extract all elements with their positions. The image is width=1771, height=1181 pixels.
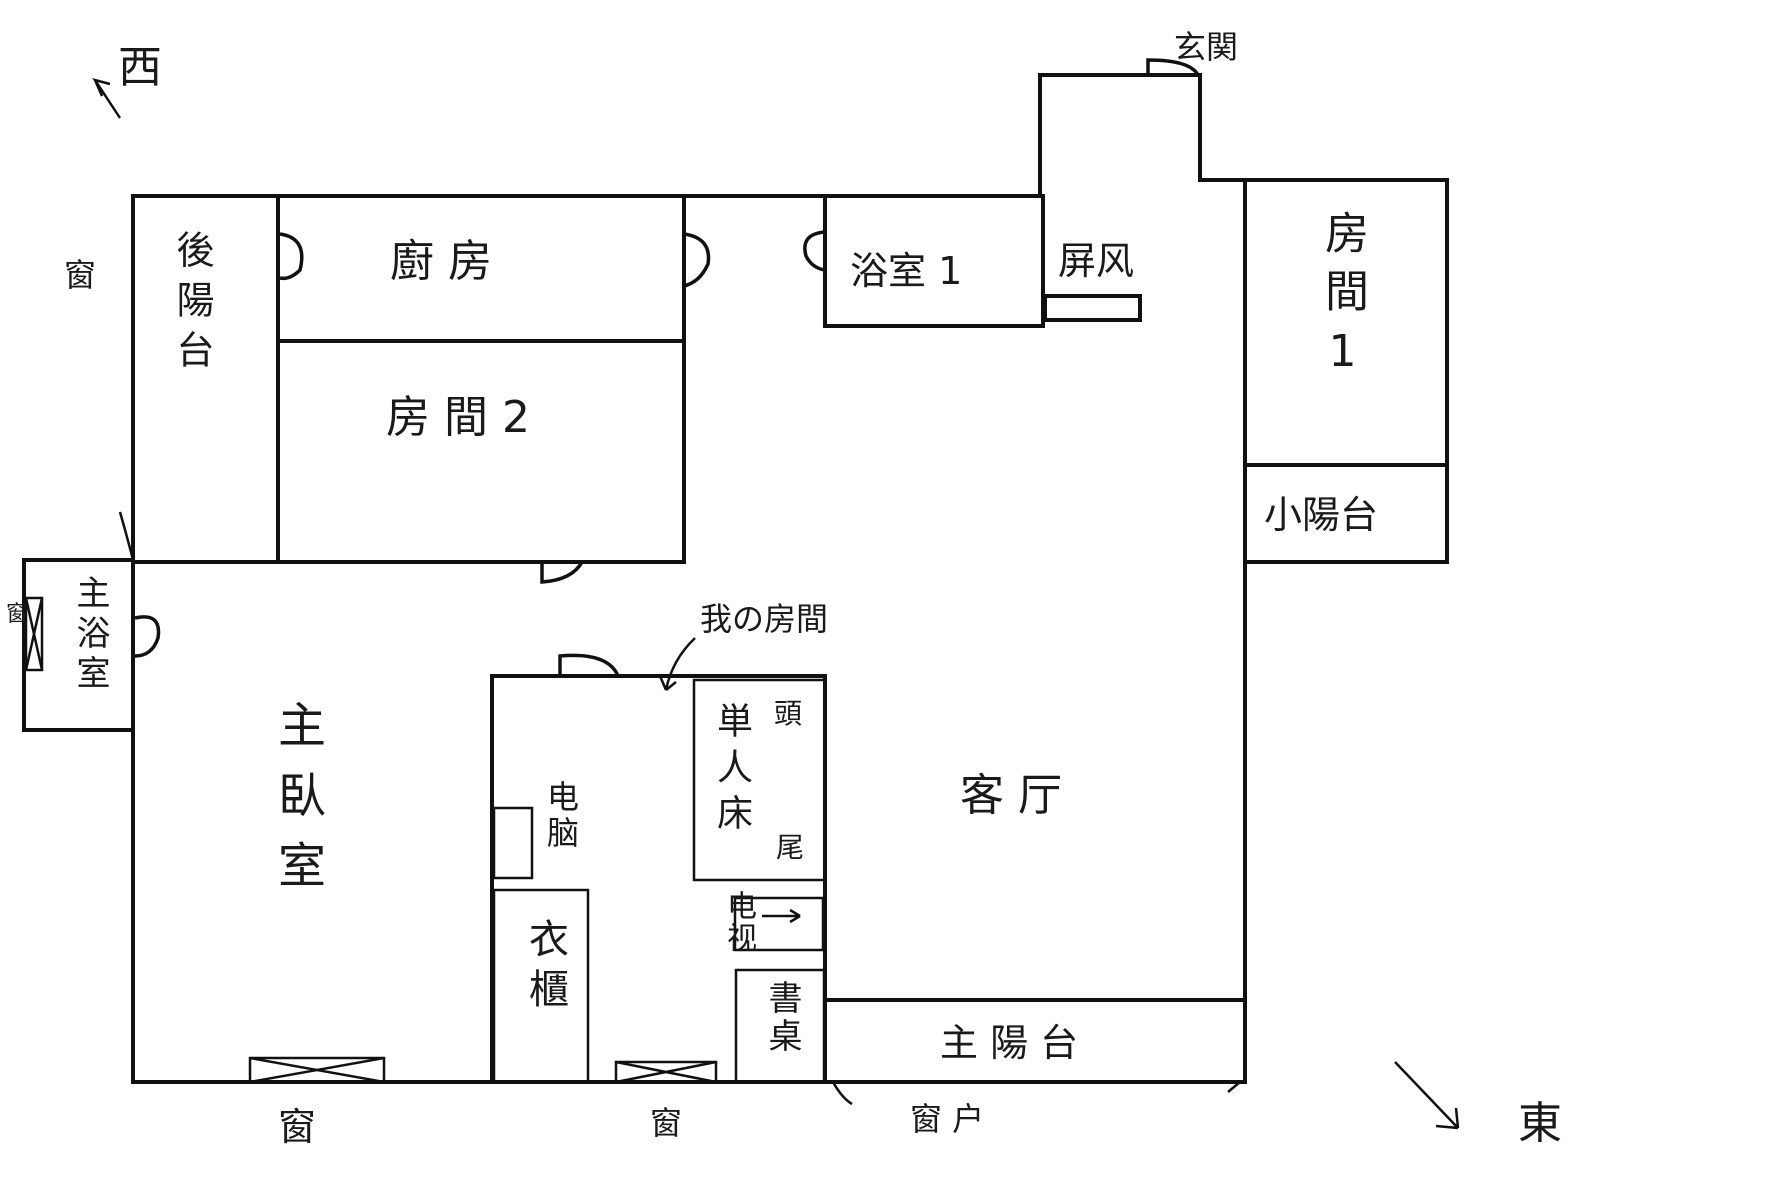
windows xyxy=(118,511,1241,1106)
west-window-label-box: 窗 xyxy=(64,256,97,294)
back-balcony-label: 後陽台 xyxy=(170,230,214,380)
master-bath-label-box: 主浴室 xyxy=(70,575,110,695)
small-balcony-label: 小陽台 xyxy=(1264,493,1378,537)
master-bath-window-label: 窗 xyxy=(6,602,28,627)
master-bedroom-label-box: 主臥室 xyxy=(269,700,325,910)
kitchen-door-east xyxy=(683,232,711,288)
outer-walls xyxy=(131,73,1449,1084)
tv-label: 电视 xyxy=(721,890,756,954)
main-balcony-label: 主 陽 台 xyxy=(940,1021,1078,1065)
bathroom1-label: 浴室 1 xyxy=(850,249,962,293)
bed-head-label-box: 頭 xyxy=(774,697,803,730)
my-room-window-label: 窗 xyxy=(650,1104,682,1142)
bed-head-label: 頭 xyxy=(774,697,803,730)
room2-door xyxy=(540,561,584,584)
doors xyxy=(134,58,1200,677)
wardrobe-label-box: 衣櫃 xyxy=(522,918,568,1018)
tv-arrow xyxy=(762,908,801,924)
screen-label: 屏风 xyxy=(1058,239,1134,283)
my-room-label: 我の房間 xyxy=(700,600,828,638)
master-bath-door xyxy=(134,615,161,658)
bathroom1-walls xyxy=(823,194,1142,328)
arrows xyxy=(92,77,1460,1130)
back-balcony-label-box: 後陽台 xyxy=(170,230,214,380)
compass-east: 東 xyxy=(1518,1098,1562,1149)
compass-west: 西 xyxy=(118,42,162,93)
room2-label: 房 間 2 xyxy=(386,392,530,443)
bed-foot-label: 尾 xyxy=(776,831,805,864)
room1-label-box: 房間1 xyxy=(1317,210,1368,391)
entrance-door xyxy=(1146,58,1200,76)
master-bedroom-window-label: 窗 xyxy=(278,1105,316,1149)
living-room-label: 客 厅 xyxy=(960,770,1062,821)
east-arrow xyxy=(1394,1061,1460,1130)
master-bath-label: 主浴室 xyxy=(70,575,110,695)
tv-label-box: 电视 xyxy=(721,890,756,954)
balcony-window-label: 窗 户 xyxy=(910,1100,984,1138)
kitchen-label: 廚 房 xyxy=(390,236,492,287)
bathroom1-door xyxy=(803,230,826,272)
my-room-walls xyxy=(490,674,827,1084)
room1-label: 房間1 xyxy=(1317,210,1368,391)
desk-label-box: 書桌 xyxy=(762,980,802,1056)
kitchen-door-west xyxy=(279,232,304,281)
master-bath-walls xyxy=(22,558,135,732)
labels: 西 東 玄関 廚 房 房 間 2 浴室 1 屏风 小陽台 客 厅 主 陽 台 我… xyxy=(118,28,1562,1149)
west-arrow xyxy=(92,77,122,119)
single-bed-label: 単人床 xyxy=(711,702,752,840)
master-bedroom-label: 主臥室 xyxy=(269,700,325,910)
my-room-door xyxy=(558,653,620,677)
my-room-window-frame xyxy=(614,1060,718,1084)
wardrobe-label: 衣櫃 xyxy=(522,918,568,1018)
my-room-pointer-arrow xyxy=(658,637,696,691)
computer-label: 电脑 xyxy=(542,780,580,852)
west-block-walls xyxy=(131,194,686,564)
master-bedroom-window-frame xyxy=(248,1056,386,1084)
west-window-label: 窗 xyxy=(64,256,97,294)
entrance-label: 玄関 xyxy=(1174,28,1238,66)
single-bed-label-box: 単人床 xyxy=(711,702,752,840)
computer-label-box: 电脑 xyxy=(542,780,580,852)
master-bath-window-label-box: 窗 xyxy=(6,602,28,627)
bed-foot-label-box: 尾 xyxy=(776,831,805,864)
desk-label: 書桌 xyxy=(762,980,802,1056)
